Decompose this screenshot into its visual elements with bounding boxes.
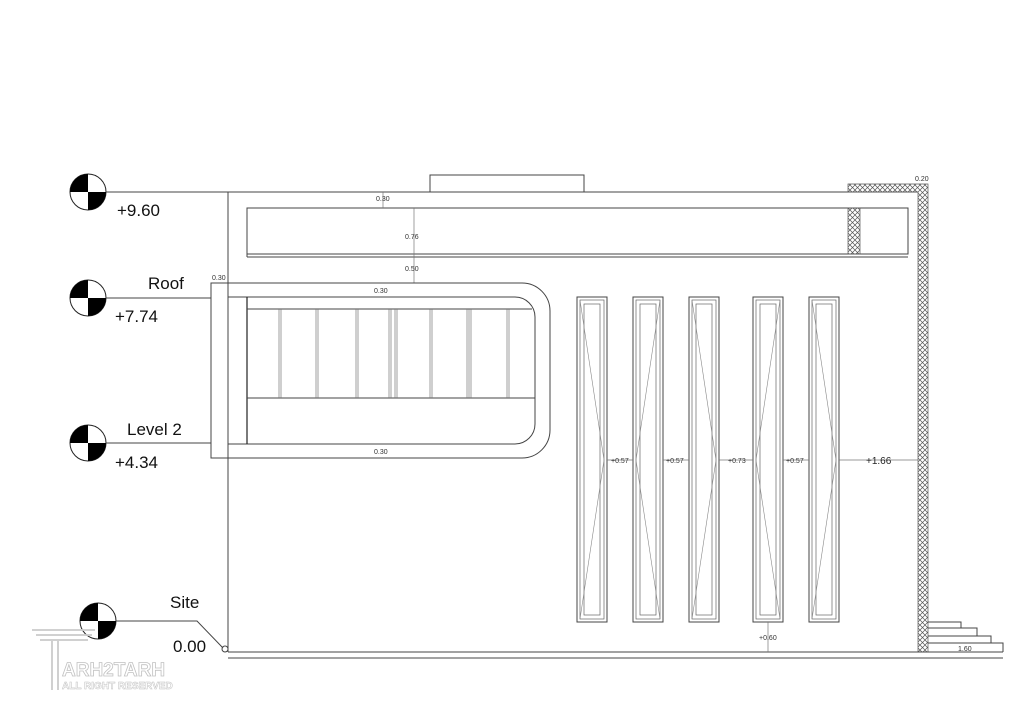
- watermark-brand: ARH2TARH: [62, 660, 165, 681]
- dimension-label: 0.30: [212, 275, 226, 282]
- building-facade: [227, 174, 1003, 659]
- dimension-label: 1.60: [958, 646, 972, 653]
- level-name: Level 2: [127, 420, 182, 439]
- dimension-label: 0.50: [405, 266, 419, 273]
- dimension-label: 0.30: [374, 449, 388, 456]
- dimension-label: +1.66: [866, 456, 892, 467]
- dimension-label: 0.30: [376, 196, 390, 203]
- window: [752, 296, 784, 623]
- dimension-label: +0.73: [728, 458, 746, 465]
- level-marker-roof: [69, 279, 211, 317]
- window: [576, 296, 608, 623]
- entrance-stairs: [928, 621, 1004, 652]
- dimension-label: 0.20: [915, 176, 929, 183]
- dimension-label: +0.57: [786, 458, 804, 465]
- elevation-label: +4.34: [115, 453, 158, 472]
- level-marker-9-60: [69, 173, 228, 211]
- dimension-label: 0.30: [374, 288, 388, 295]
- dimension-label: +0.57: [666, 458, 684, 465]
- level-name: Roof: [148, 274, 184, 293]
- cantilever-box: [210, 282, 551, 459]
- dimension-label: 0.76: [405, 234, 419, 241]
- elevation-label: +9.60: [117, 201, 160, 220]
- dimension-label: +0.57: [611, 458, 629, 465]
- window: [688, 296, 720, 623]
- level-name: Site: [170, 593, 199, 612]
- elevation-label: 0.00: [173, 637, 206, 656]
- level-marker-level-2: [69, 424, 211, 462]
- window: [632, 296, 664, 623]
- watermark-logo: ARH2TARH ALL RIGHT RESERVED: [32, 629, 173, 692]
- window: [808, 296, 840, 623]
- dimension-label: +0.60: [759, 635, 777, 642]
- elevation-label: +7.74: [115, 307, 158, 326]
- watermark-subtitle: ALL RIGHT RESERVED: [62, 681, 173, 692]
